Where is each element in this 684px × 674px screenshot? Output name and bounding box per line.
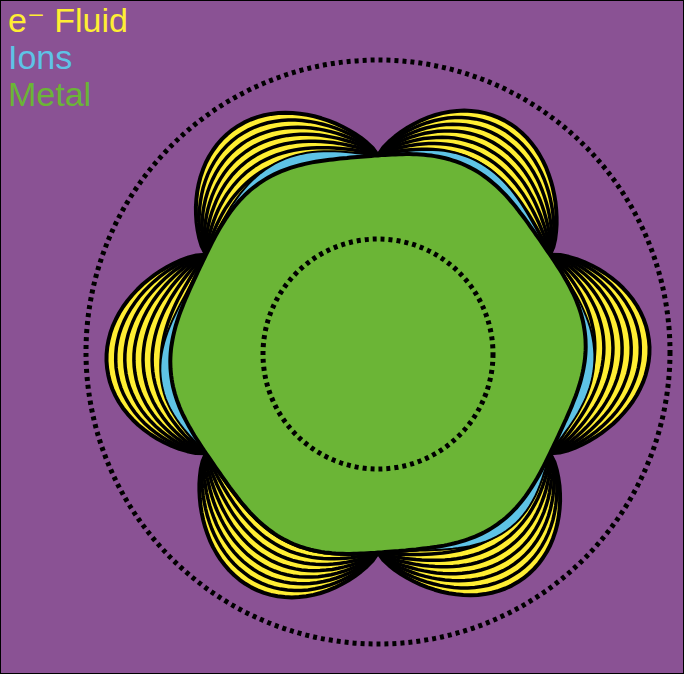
legend-text: e⁻ Fluid <box>8 1 128 39</box>
inner-dotted-circle <box>263 239 493 469</box>
legend-entry: Metal <box>8 76 128 113</box>
legend-entry: Ions <box>8 39 128 76</box>
metal-body <box>170 154 585 554</box>
legend-text: Metal <box>8 75 91 113</box>
metal-core <box>170 154 585 554</box>
electron-fluid-lobes <box>107 111 650 598</box>
legend-text: Ions <box>8 38 72 76</box>
legend-entry: e⁻ Fluid <box>8 2 128 39</box>
legend: e⁻ FluidIonsMetal <box>8 2 128 113</box>
outer-dotted-circle <box>86 60 670 644</box>
